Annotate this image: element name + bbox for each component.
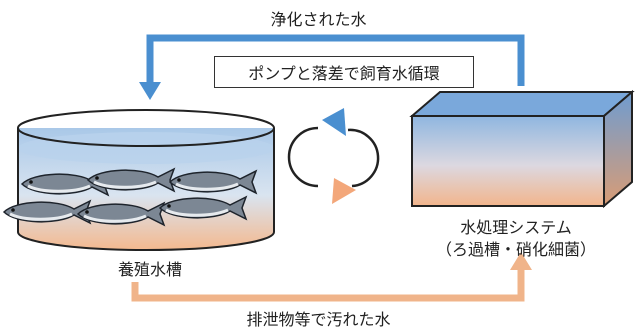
circulation-title-box: ポンプと落差で飼育水循環 [214, 56, 474, 88]
treatment-unit-label: 水処理システム [460, 218, 572, 237]
fish-icon [86, 167, 176, 193]
fish-icon [158, 195, 248, 221]
clean-water-label: 浄化された水 [270, 10, 367, 29]
fish-school [2, 167, 258, 227]
fish-icon [2, 199, 92, 225]
circulation-cycle-icon [287, 108, 380, 204]
clean-water-arrow [139, 34, 525, 100]
dirty-water-arrow [131, 252, 532, 302]
fish-icon [20, 171, 110, 197]
treatment-unit-detail-label: （ろ過槽・硝化細菌） [435, 240, 596, 259]
tank-label: 養殖水槽 [117, 260, 182, 279]
dirty-water-label: 排泄物等で汚れた水 [246, 310, 391, 329]
fish-icon [168, 169, 258, 195]
water-treatment-unit [409, 89, 635, 209]
fish-icon [76, 201, 166, 227]
circulation-title: ポンプと落差で飼育水循環 [248, 64, 440, 83]
